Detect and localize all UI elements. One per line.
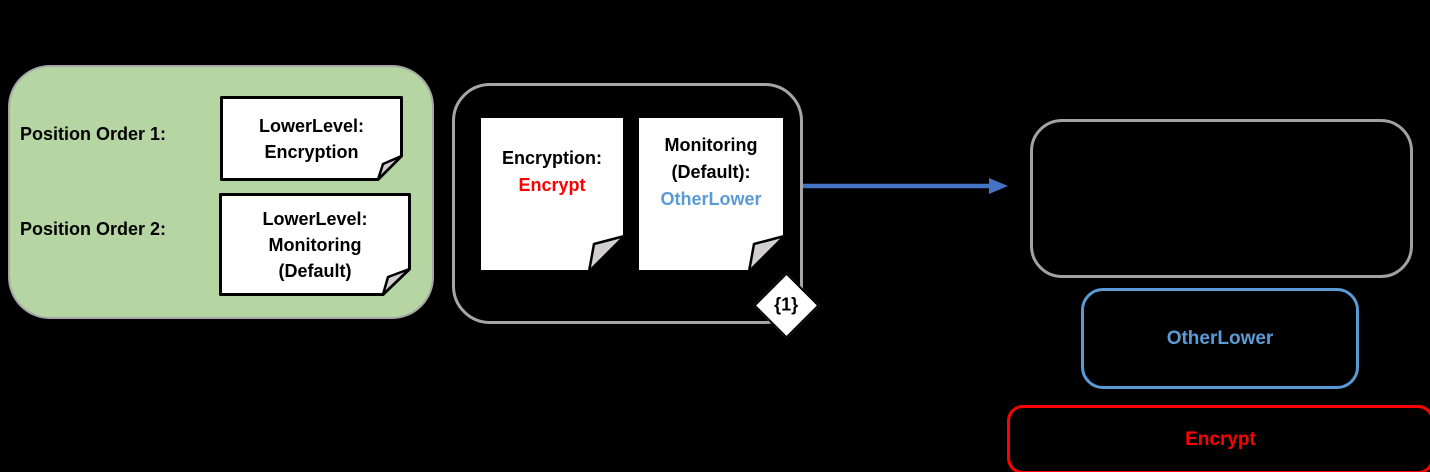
multiplicity-label: {1} — [774, 295, 799, 315]
flow-arrow-icon — [803, 178, 1008, 194]
folded-note-shape — [220, 96, 403, 181]
note-title: Encryption: — [501, 148, 602, 168]
folded-note-shape — [478, 115, 626, 273]
otherlower-result-label: OtherLower — [1166, 327, 1274, 349]
note-value-encrypt: Encrypt — [518, 175, 586, 195]
position-order-panel: Position Order 1: LowerLevel: Encryption… — [8, 65, 434, 319]
note-line: LowerLevel: — [262, 208, 368, 229]
encrypt-result-label: Encrypt — [1185, 428, 1256, 450]
folded-note-shape — [219, 193, 411, 296]
note-line: LowerLevel: — [258, 115, 365, 136]
note-lowerlevel-encryption: LowerLevel: Encryption — [220, 96, 403, 181]
result-container-box — [1030, 119, 1413, 278]
folded-corner-icon — [747, 234, 786, 273]
note-line: Encryption — [264, 141, 359, 162]
folded-corner-icon — [381, 267, 411, 296]
position-order-1-label: Position Order 1: — [20, 124, 167, 144]
note-encryption-encrypt: Encryption: Encrypt — [478, 115, 626, 273]
lowerlevel-values-group: Encryption: Encrypt Monitoring (Default)… — [452, 83, 803, 324]
note-title: Monitoring — [664, 135, 758, 155]
note-line: Monitoring — [268, 234, 362, 255]
folded-corner-icon — [376, 154, 403, 181]
note-line: (Default) — [278, 260, 352, 281]
folded-corner-icon — [587, 234, 626, 273]
otherlower-result-box: OtherLower — [1081, 288, 1359, 389]
folded-note-shape — [636, 115, 786, 273]
position-order-2-label: Position Order 2: — [20, 219, 167, 239]
encrypt-result-box: Encrypt — [1007, 405, 1430, 472]
note-monitoring-otherlower: Monitoring (Default): OtherLower — [636, 115, 786, 273]
note-lowerlevel-monitoring: LowerLevel: Monitoring (Default) — [219, 193, 411, 296]
note-title: (Default): — [671, 162, 751, 182]
note-value-otherlower: OtherLower — [660, 189, 762, 209]
